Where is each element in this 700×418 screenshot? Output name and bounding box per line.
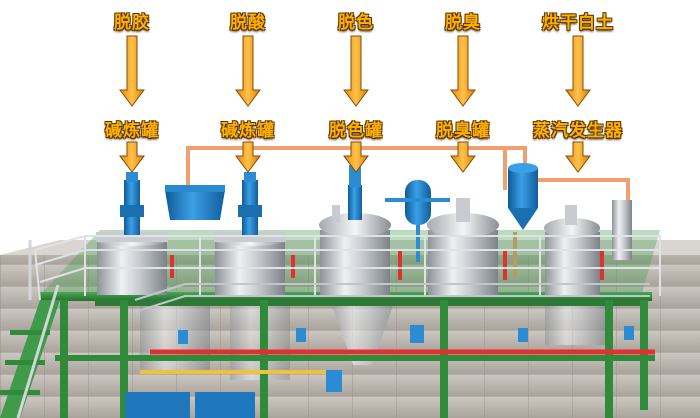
alkali-tank-1 [96, 172, 168, 295]
equipment-label-alkali-tank-2: 碱炼罐 [221, 121, 275, 141]
flow-arrow-short-3 [343, 141, 369, 173]
separator-vessel [508, 163, 538, 230]
deodorizing-tank [427, 198, 499, 295]
flow-arrow-long-3 [343, 35, 369, 107]
equipment-label-deodorizing-tank: 脱臭罐 [436, 121, 490, 141]
flow-arrow-long-5 [565, 35, 591, 107]
flow-arrow-long-1 [119, 35, 145, 107]
flow-arrow-long-2 [235, 35, 261, 107]
process-label-degumming: 脱胶 [114, 13, 150, 33]
process-label-clay-drying: 烘干白土 [542, 13, 614, 33]
process-label-deacidification: 脱酸 [230, 13, 266, 33]
guard-railing [34, 235, 661, 301]
flow-arrow-short-2 [235, 141, 261, 173]
pump-units [125, 392, 255, 418]
flow-arrow-short-4 [450, 141, 476, 173]
process-label-bleaching: 脱色 [338, 13, 374, 33]
small-column [612, 200, 632, 260]
bleaching-tank [319, 165, 391, 295]
flow-arrow-short-1 [119, 141, 145, 173]
feed-hopper [165, 185, 225, 220]
steam-pipes [186, 146, 630, 278]
equipment-label-alkali-tank-1: 碱炼罐 [105, 121, 159, 141]
valves [178, 325, 634, 392]
flow-arrow-long-4 [450, 35, 476, 107]
equipment-label-bleaching-tank: 脱色罐 [329, 121, 383, 141]
filter-vessel [385, 180, 450, 262]
process-label-deodorizing: 脱臭 [445, 13, 481, 33]
flow-arrow-short-5 [565, 141, 591, 173]
flow-arrows [119, 35, 591, 173]
equipment-label-steam-generator: 蒸汽发生器 [533, 121, 623, 141]
